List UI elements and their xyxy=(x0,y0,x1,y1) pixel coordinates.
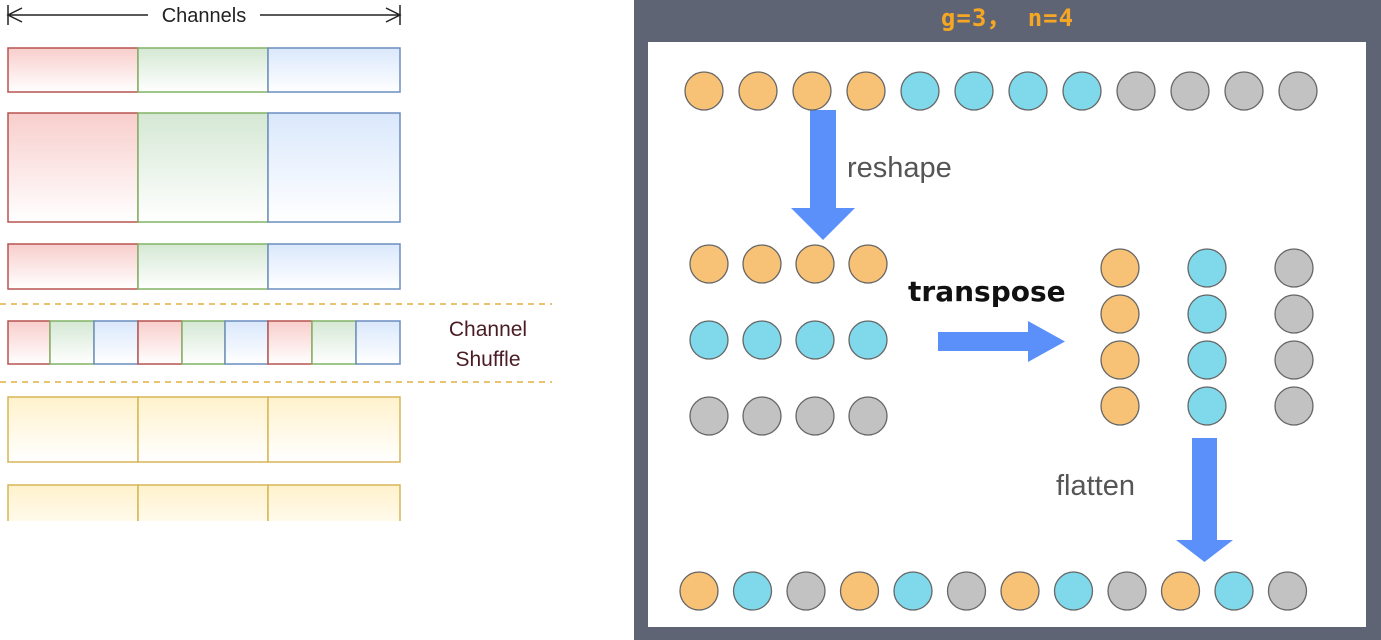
channel-shuffle-label-line1: Channel xyxy=(449,318,527,341)
output-channel-circle xyxy=(679,571,719,611)
flatten-label: flatten xyxy=(1056,470,1135,502)
illustration-frame: reshape transpose flatten xyxy=(648,42,1366,627)
reshaped-channel-circle xyxy=(795,396,835,436)
group-row-3 xyxy=(7,243,401,290)
transposed-channel-circle xyxy=(1100,294,1140,334)
transposed-channel-circle xyxy=(1274,340,1314,380)
reshaped-channel-circle xyxy=(848,320,888,360)
input-channel-circle xyxy=(1062,71,1102,111)
shuffle-diagram: reshape transpose flatten xyxy=(679,71,1318,611)
transpose-arrow xyxy=(938,321,1065,362)
output-channel-circle xyxy=(1107,571,1147,611)
reshape-label: reshape xyxy=(847,152,952,184)
transposed-channel-circle xyxy=(1187,340,1227,380)
output-channel-circle xyxy=(839,571,880,611)
channels-arrow xyxy=(6,5,402,25)
input-channel-circle xyxy=(1170,71,1210,111)
transpose-label: transpose xyxy=(908,275,1066,308)
reshaped-channel-circle xyxy=(742,396,782,436)
shuffle-illustration-panel: g=3， n=4 reshape transpose flatten xyxy=(634,0,1381,640)
output-rows xyxy=(7,396,401,521)
reshaped-channel-circle xyxy=(848,396,888,436)
output-channel-circle xyxy=(1160,571,1201,611)
panel-title: g=3， n=4 xyxy=(940,4,1075,32)
input-channel-circle xyxy=(1008,71,1048,111)
transposed-channel-circle xyxy=(1100,248,1140,288)
reshaped-channel-circle xyxy=(689,320,729,360)
reshaped-channel-circle xyxy=(742,320,782,360)
transposed-channel-circle xyxy=(1274,248,1314,288)
reshaped-channel-circle xyxy=(689,396,729,436)
reshaped-channel-circle xyxy=(848,244,888,284)
output-channel-circle xyxy=(1267,571,1308,611)
input-channel-circle xyxy=(792,71,832,111)
input-channel-circle xyxy=(846,71,886,111)
channels-label: Channels xyxy=(162,5,247,27)
output-channel-circle xyxy=(893,571,933,611)
transposed-channel-circle xyxy=(1274,386,1314,426)
flatten-arrow xyxy=(1176,438,1233,562)
transposed-channel-circle xyxy=(1187,386,1227,426)
channel-shuffle-label-line2: Shuffle xyxy=(456,348,521,371)
transposed-channel-circle xyxy=(1187,248,1227,288)
input-channel-circle xyxy=(954,71,994,111)
output-channel-circle xyxy=(946,571,987,611)
channel-circles xyxy=(679,71,1318,611)
input-channel-circle xyxy=(1224,71,1264,111)
input-channel-circle xyxy=(900,71,940,111)
input-channel-circle xyxy=(738,71,778,111)
reshaped-channel-circle xyxy=(795,244,835,284)
group-row-2 xyxy=(7,112,401,223)
transposed-channel-circle xyxy=(1100,340,1140,380)
output-channel-circle xyxy=(732,571,773,611)
output-channel-circle xyxy=(786,571,826,611)
group-row-1 xyxy=(7,47,401,93)
transposed-channel-circle xyxy=(1274,294,1314,334)
shuffled-row xyxy=(7,320,401,365)
output-channel-circle xyxy=(1000,571,1040,611)
input-channel-circle xyxy=(1116,71,1156,111)
output-channel-circle xyxy=(1053,571,1094,611)
reshaped-channel-circle xyxy=(795,320,835,360)
input-channel-circle xyxy=(684,71,724,111)
reshape-arrow xyxy=(791,110,855,240)
reshaped-channel-circle xyxy=(689,244,729,284)
transposed-channel-circle xyxy=(1100,386,1140,426)
input-channel-circle xyxy=(1278,71,1318,111)
output-channel-circle xyxy=(1214,571,1254,611)
transposed-channel-circle xyxy=(1187,294,1227,334)
channel-groups-diagram: Channels Channel Shuffle xyxy=(0,5,552,521)
reshaped-channel-circle xyxy=(742,244,782,284)
